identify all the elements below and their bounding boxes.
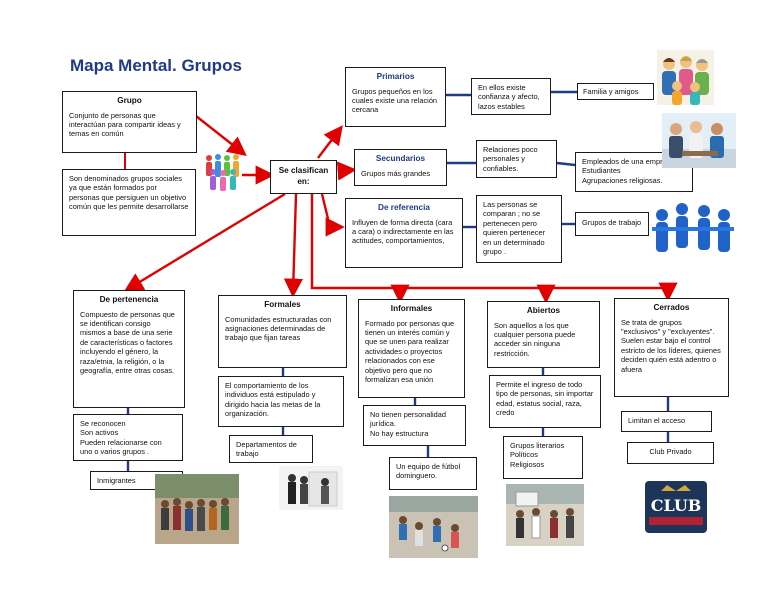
arrow-to-primarios xyxy=(317,125,343,159)
pertenencia-detail-1: Se reconocen xyxy=(80,419,126,428)
referencia-detail-box: Las personas se comparan ; no se pertene… xyxy=(476,195,562,263)
formales-example-box: Departamentos de trabajo xyxy=(229,435,313,463)
referencia-detail: Las personas se comparan ; no se pertene… xyxy=(483,200,546,257)
grupo-description: Son denominados grupos sociales ya que e… xyxy=(69,174,189,212)
clasifican-label: Se clasifican en: xyxy=(278,166,329,186)
formales-heading: Formales xyxy=(264,300,301,309)
referencia-text: Influyen de forma directa (cara a cara) … xyxy=(352,217,454,246)
abiertos-example-2: Políticos xyxy=(510,450,538,460)
cerrados-example-box: Club Privado xyxy=(627,442,714,464)
primarios-text: Grupos pequeños en los cuales existe una… xyxy=(352,86,438,115)
pertenencia-detail-3: Pueden relacionarse con uno o varios gru… xyxy=(80,437,162,457)
formales-detail-box: El comportamiento de los individuos está… xyxy=(218,376,344,427)
cerrados-detail: Limitan el acceso xyxy=(628,416,686,425)
cerrados-detail-box: Limitan el acceso xyxy=(621,411,712,432)
abiertos-heading: Abiertos xyxy=(526,306,561,315)
referencia-example-box: Grupos de trabajo xyxy=(575,212,649,236)
pertenencia-detail-2: Son activos xyxy=(80,428,119,438)
people-group-image xyxy=(203,152,245,192)
informales-example-box: Un equipo de fútbol dominguero. xyxy=(389,457,477,490)
primarios-example-box: Familia y amigos xyxy=(577,83,654,100)
cerrados-example: Club Privado xyxy=(649,447,692,456)
referencia-box: De referencia Influyen de forma directa … xyxy=(345,198,463,268)
secundarios-detail: Relaciones poco personales y confiables. xyxy=(483,145,538,173)
arrow-to-referencia xyxy=(320,193,345,237)
abiertos-text: Son aquellos a los que cualquier persona… xyxy=(494,320,576,358)
abiertos-example-3: Religiosos xyxy=(510,459,545,469)
immigrants-image xyxy=(155,474,239,544)
pertenencia-heading: De pertenencia xyxy=(99,295,159,304)
office-meeting-image xyxy=(662,113,736,168)
primarios-detail-box: En ellos existe confianza y afecto, lazo… xyxy=(471,78,551,115)
cerrados-heading: Cerrados xyxy=(653,303,690,312)
abiertos-example-box: Grupos literarios Políticos Religiosos xyxy=(503,436,583,479)
team-figures-image xyxy=(648,197,738,267)
grupo-heading: Grupo xyxy=(117,96,142,105)
informales-text: Formado por personas que tienen un inter… xyxy=(365,318,455,385)
abiertos-box: Abiertos Son aquellos a los que cualquie… xyxy=(487,301,600,368)
primarios-box: Primarios Grupos pequeños en los cuales … xyxy=(345,67,446,127)
pertenencia-box: De pertenencia Compuesto de personas que… xyxy=(73,290,185,408)
arrow-to-informales xyxy=(310,194,410,304)
abiertos-detail: Permite el ingreso de todo tipo de perso… xyxy=(496,380,594,418)
formales-box: Formales Comunidades estructuradas con a… xyxy=(218,295,347,368)
clasifican-box: Se clasifican en: xyxy=(270,160,337,194)
abiertos-detail-box: Permite el ingreso de todo tipo de perso… xyxy=(489,375,601,428)
family-image xyxy=(657,50,714,105)
formales-detail: El comportamiento de los individuos está… xyxy=(225,381,321,419)
club-logo: CLUB xyxy=(641,477,711,537)
pertenencia-detail-box: Se reconocen Son activos Pueden relacion… xyxy=(73,414,183,461)
secundarios-box: Secundarios Grupos más grandes xyxy=(354,149,447,186)
person-icon xyxy=(206,154,239,191)
workers-image xyxy=(279,466,343,510)
secundarios-heading: Secundarios xyxy=(375,154,426,163)
referencia-example: Grupos de trabajo xyxy=(582,218,642,227)
grupo-definition: Conjunto de personas que interactúan par… xyxy=(69,110,181,139)
open-group-image xyxy=(506,484,584,546)
informales-heading: Informales xyxy=(390,304,433,313)
grupo-box: Grupo Conjunto de personas que interactú… xyxy=(62,91,197,153)
secundarios-detail-box: Relaciones poco personales y confiables. xyxy=(476,140,557,178)
primarios-example: Familia y amigos xyxy=(583,87,639,96)
crown-icon xyxy=(661,485,691,491)
secundarios-example-1: Empleados de una empresa xyxy=(582,157,675,166)
primarios-detail: En ellos existe confianza y afecto, lazo… xyxy=(478,83,540,111)
informales-detail-2: No hay estructura xyxy=(370,428,429,438)
cerrados-text: Se trata de grupos "exclusivos" y "exclu… xyxy=(621,317,721,374)
abiertos-example-1: Grupos literarios xyxy=(510,441,565,450)
arrow-to-pertenencia xyxy=(123,192,286,292)
formales-text: Comunidades estructuradas con asignacion… xyxy=(225,314,332,343)
secundarios-text: Grupos más grandes xyxy=(361,168,431,178)
secundarios-example-2: Estudiantes xyxy=(582,166,621,176)
secundarios-example-3: Agrupaciones religiosas. xyxy=(582,175,663,185)
referencia-heading: De referencia xyxy=(378,203,430,212)
informales-box: Informales Formado por personas que tien… xyxy=(358,299,465,398)
arrow-grupo-to-image xyxy=(195,115,247,156)
formales-example: Departamentos de trabajo xyxy=(236,440,297,459)
informales-detail-1: No tienen personalidad jurídica. xyxy=(370,410,447,429)
arrow-to-formales xyxy=(283,193,304,298)
grupo-description-box: Son denominados grupos sociales ya que e… xyxy=(62,169,196,236)
football-image xyxy=(389,496,478,558)
primarios-heading: Primarios xyxy=(376,72,415,81)
informales-example: Un equipo de fútbol dominguero. xyxy=(396,462,461,481)
informales-detail-box: No tienen personalidad jurídica. No hay … xyxy=(363,405,466,446)
club-logo-text: CLUB xyxy=(650,496,702,515)
cerrados-box: Cerrados Se trata de grupos "exclusivos"… xyxy=(614,298,729,397)
page-title: Mapa Mental. Grupos xyxy=(70,56,242,75)
arrow-to-secundarios xyxy=(336,161,357,181)
pertenencia-example: Inmigrantes xyxy=(97,476,136,485)
pertenencia-text: Compuesto de personas que se identifican… xyxy=(80,309,175,376)
